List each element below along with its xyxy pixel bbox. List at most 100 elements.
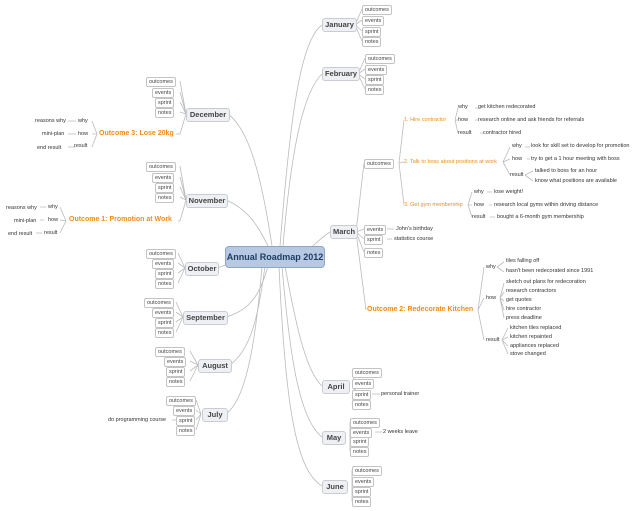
december-events[interactable]: events	[152, 88, 175, 98]
february-notes[interactable]: notes	[365, 85, 385, 95]
november-events[interactable]: events	[152, 173, 175, 183]
october-notes[interactable]: notes	[155, 279, 175, 289]
june-notes[interactable]: notes	[352, 497, 372, 507]
july-outcomes[interactable]: outcomes	[166, 396, 196, 406]
lose20-result-text: end result	[37, 145, 62, 151]
may-sprint[interactable]: sprint	[350, 437, 370, 447]
september-notes[interactable]: notes	[155, 328, 175, 338]
october-outcomes[interactable]: outcomes	[146, 249, 176, 259]
august-outcomes[interactable]: outcomes	[155, 347, 185, 357]
july-events[interactable]: events	[173, 406, 196, 416]
april-events[interactable]: events	[352, 379, 375, 389]
march-sprint[interactable]: sprint	[364, 235, 384, 245]
april-outcomes[interactable]: outcomes	[352, 368, 382, 378]
promotion-why-label: why	[48, 204, 58, 210]
august-events[interactable]: events	[164, 357, 187, 367]
may-notes[interactable]: notes	[350, 447, 370, 457]
month-july[interactable]: July	[202, 408, 228, 422]
g3-how-label: how	[474, 202, 485, 208]
march-notes[interactable]: notes	[364, 248, 384, 258]
g3-result-label: result	[472, 214, 486, 220]
g2-how-text: try to get a 1 hour meeting with boss	[531, 156, 620, 162]
july-sprint[interactable]: sprint	[176, 416, 196, 426]
month-may[interactable]: May	[322, 431, 346, 445]
december-sprint[interactable]: sprint	[155, 98, 175, 108]
may-outcomes[interactable]: outcomes	[350, 418, 380, 428]
february-sprint[interactable]: sprint	[365, 75, 385, 85]
kitchen-why-label: why	[486, 264, 496, 270]
lose20-why-text: reasons why	[35, 118, 66, 124]
september-outcomes[interactable]: outcomes	[144, 298, 174, 308]
g3-why-text: lose weight!	[494, 189, 524, 195]
september-sprint[interactable]: sprint	[155, 318, 175, 328]
april-sprint[interactable]: sprint	[352, 390, 372, 400]
january-sprint[interactable]: sprint	[362, 27, 382, 37]
november-outcomes[interactable]: outcomes	[146, 162, 176, 172]
june-events[interactable]: events	[352, 477, 375, 487]
kitchen-how-3: get quotes	[506, 297, 532, 303]
november-sprint[interactable]: sprint	[155, 183, 175, 193]
g1-how-label: how	[458, 117, 469, 123]
april-notes[interactable]: notes	[352, 400, 372, 410]
promotion-why-text: reasons why	[6, 205, 37, 211]
promotion-how-text: mini-plan	[14, 218, 37, 224]
november-notes[interactable]: notes	[155, 193, 175, 203]
april-sprint-note: personal trainer	[381, 391, 420, 397]
month-october[interactable]: October	[185, 262, 219, 276]
month-march[interactable]: March	[330, 225, 358, 239]
august-sprint[interactable]: sprint	[166, 367, 186, 377]
month-april[interactable]: April	[322, 380, 350, 394]
march-outcomes[interactable]: outcomes	[364, 159, 394, 169]
kitchen-result-4: stove changed	[510, 351, 546, 357]
december-notes[interactable]: notes	[155, 108, 175, 118]
promotion-how-label: how	[48, 217, 59, 223]
january-events[interactable]: events	[362, 16, 385, 26]
january-outcomes[interactable]: outcomes	[362, 5, 392, 15]
june-outcomes[interactable]: outcomes	[352, 466, 382, 476]
month-january[interactable]: January	[322, 18, 357, 32]
kitchen-how-1: sketch out plans for redecoration	[506, 279, 586, 285]
february-events[interactable]: events	[365, 65, 388, 75]
lose20-how-text: mini-plan	[42, 131, 65, 137]
january-notes[interactable]: notes	[362, 37, 382, 47]
g3-result-text: bought a 6-month gym membership	[497, 214, 584, 220]
g1-result-label: result	[458, 130, 472, 136]
g1-result-text: contractor hired	[483, 130, 522, 136]
month-june[interactable]: June	[322, 480, 348, 494]
outcome-redecorate-kitchen[interactable]: Outcome 2: Redecorate Kitchen	[367, 306, 474, 313]
october-events[interactable]: events	[152, 259, 175, 269]
month-november[interactable]: November	[186, 194, 228, 208]
g3-how-text: research local gyms within driving dista…	[494, 202, 599, 208]
g1-why-label: why	[458, 104, 468, 110]
june-sprint[interactable]: sprint	[352, 487, 372, 497]
g2-result-label: result	[510, 172, 524, 178]
february-outcomes[interactable]: outcomes	[365, 54, 395, 64]
lose20-how-label: how	[78, 131, 89, 137]
outcome-lose-20kg[interactable]: Outcome 3: Lose 20kg	[99, 130, 174, 137]
october-sprint[interactable]: sprint	[155, 269, 175, 279]
central-topic[interactable]: Annual Roadmap 2012	[225, 246, 325, 268]
month-december[interactable]: December	[186, 108, 230, 122]
outcome-promotion-at-work[interactable]: Outcome 1: Promotion at Work	[69, 216, 172, 223]
kitchen-how-4: hire contractor	[506, 306, 542, 312]
g2-why-label: why	[512, 143, 522, 149]
month-february[interactable]: February	[322, 67, 360, 81]
kitchen-how-label: how	[486, 295, 497, 301]
december-outcomes[interactable]: outcomes	[146, 77, 176, 87]
kitchen-why-2: hasn't been redecorated since 1991	[506, 268, 594, 274]
promotion-result-text: end result	[8, 231, 33, 237]
march-goal-talk-to-boss[interactable]: 2. Talk to boss about positions at work	[404, 159, 497, 165]
july-notes[interactable]: notes	[176, 426, 196, 436]
september-events[interactable]: events	[152, 308, 175, 318]
month-august[interactable]: August	[198, 359, 232, 373]
march-events[interactable]: events	[364, 225, 387, 235]
kitchen-result-label: result	[486, 337, 500, 343]
march-goal-gym-membership[interactable]: 3. Get gym membership	[404, 202, 463, 208]
march-goal-hire-contractor[interactable]: 1. Hire contractor	[404, 117, 447, 123]
month-september[interactable]: September	[183, 311, 228, 325]
kitchen-result-2: kitchen repainted	[510, 334, 552, 340]
kitchen-how-2: research contractors	[506, 288, 557, 294]
august-notes[interactable]: notes	[166, 377, 186, 387]
